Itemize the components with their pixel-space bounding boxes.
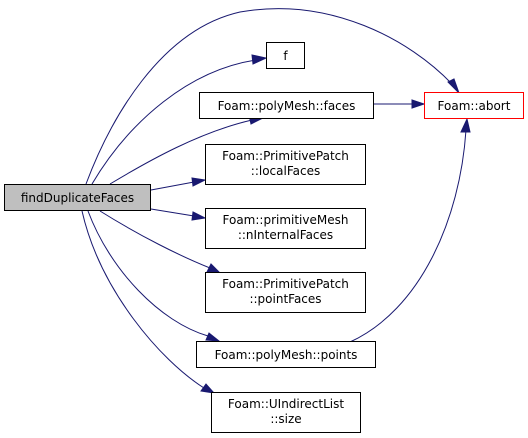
node-f[interactable]: f <box>266 42 305 69</box>
node-pointFaces[interactable]: Foam::PrimitivePatch ::pointFaces <box>205 272 366 313</box>
node-pointFaces-label-1: Foam::PrimitivePatch <box>222 277 349 291</box>
edges <box>81 8 471 394</box>
edge-root-abort <box>85 8 453 185</box>
edge-root-size <box>81 210 205 389</box>
edge-faces-abort-arrow <box>411 99 426 109</box>
node-nInternalFaces-label-1: Foam::primitiveMesh <box>223 213 349 227</box>
node-pointFaces-label-2: ::pointFaces <box>249 292 321 306</box>
node-nInternalFaces-label-2: ::nInternalFaces <box>238 228 333 242</box>
edge-root-f-arrow <box>251 54 268 65</box>
edge-root-points-arrow <box>205 332 221 342</box>
edge-root-nInternalFaces <box>150 208 195 217</box>
node-points[interactable]: Foam::polyMesh::points <box>196 341 376 368</box>
node-points-label: Foam::polyMesh::points <box>215 348 358 362</box>
edge-root-points <box>87 210 209 337</box>
edge-root-localFaces <box>150 181 195 191</box>
node-localFaces[interactable]: Foam::PrimitivePatch ::localFaces <box>205 144 366 185</box>
edge-root-localFaces-arrow <box>191 177 207 187</box>
edge-root-abort-arrow <box>447 78 460 94</box>
node-nInternalFaces[interactable]: Foam::primitiveMesh ::nInternalFaces <box>205 208 366 249</box>
node-f-label: f <box>283 49 288 63</box>
node-abort-label: Foam::abort <box>438 99 511 113</box>
edge-root-faces <box>109 119 253 185</box>
node-size[interactable]: Foam::UIndirectList ::size <box>211 392 361 433</box>
edge-root-f <box>91 59 257 185</box>
node-root[interactable]: findDuplicateFaces <box>4 184 151 211</box>
node-localFaces-label-1: Foam::PrimitivePatch <box>222 149 349 163</box>
node-faces-label: Foam::polyMesh::faces <box>218 99 356 113</box>
node-abort[interactable]: Foam::abort <box>424 92 524 119</box>
node-size-label-2: ::size <box>270 412 301 426</box>
edge-root-pointFaces-arrow <box>206 263 221 273</box>
node-localFaces-label-2: ::localFaces <box>251 164 320 178</box>
edge-root-nInternalFaces-arrow <box>191 211 207 221</box>
edge-root-size-arrow <box>200 383 216 394</box>
node-faces[interactable]: Foam::polyMesh::faces <box>199 92 374 119</box>
edge-points-abort-arrow <box>460 117 471 133</box>
node-root-label: findDuplicateFaces <box>21 191 134 205</box>
edge-root-pointFaces <box>99 210 211 269</box>
node-size-label-1: Foam::UIndirectList <box>228 397 344 411</box>
edge-points-abort <box>349 129 467 343</box>
